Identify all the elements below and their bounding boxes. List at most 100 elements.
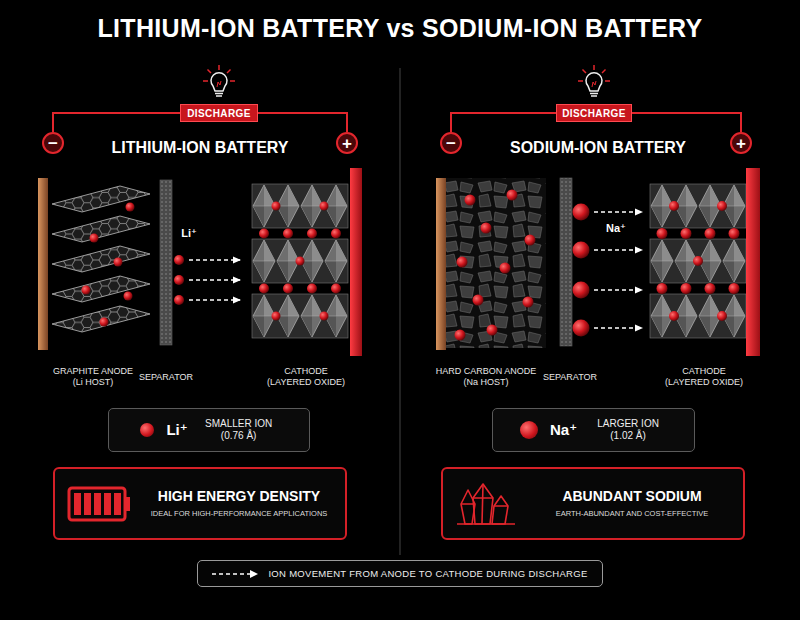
terminal-circle: + [730, 132, 752, 154]
circuit-wire [451, 113, 556, 132]
crystal-icon [457, 523, 515, 525]
lithium-ion [174, 275, 184, 285]
layered-oxide-cathode [252, 294, 348, 338]
lightbulb-icon [230, 80, 235, 82]
layered-oxide-cathode [717, 311, 727, 321]
terminal-sign: − [446, 135, 456, 152]
layered-oxide-cathode [729, 283, 740, 294]
sodium-ion [573, 282, 590, 299]
layered-oxide-cathode [681, 228, 692, 239]
battery-icon [104, 493, 111, 515]
sodium-ion [573, 242, 590, 259]
feature-icon [67, 482, 133, 526]
ion-info-box: Na⁺ LARGER ION (1.02 Å) [492, 408, 695, 452]
layered-oxide-cathode [259, 229, 269, 239]
terminal-circle: − [440, 132, 462, 154]
terminal-sign: + [342, 135, 352, 152]
ion-size: SMALLER ION (0.76 Å) [200, 418, 278, 443]
ion-flow-arrow [594, 249, 642, 250]
separator-membrane [560, 178, 572, 346]
ion-size: LARGER ION (1.02 Å) [589, 418, 667, 443]
ion-label: Li⁺ [181, 227, 197, 241]
legend-arrow-sample [212, 573, 250, 574]
discharge-box: DISCHARGE [180, 104, 258, 122]
part-label: HARD CARBON ANODE (Na HOST) [431, 366, 541, 389]
lithium-ion [174, 255, 184, 305]
feature-text: HIGH ENERGY DENSITYIDEAL FOR HIGH-PERFOR… [145, 488, 333, 519]
layered-oxide-cathode [259, 284, 269, 294]
layered-oxide-cathode [252, 239, 348, 283]
ion-flow-arrow [594, 212, 642, 328]
legend-arrow-sample [250, 570, 258, 578]
lithium-ion [100, 318, 109, 327]
ion-flow-arrow [594, 289, 642, 290]
terminal-circle: + [336, 132, 358, 154]
part-label: SEPARATOR [139, 372, 193, 383]
lightbulb-icon [216, 95, 222, 97]
lightbulb-icon [578, 80, 583, 82]
ion-sphere [140, 423, 154, 437]
layered-oxide-cathode [320, 202, 329, 211]
graphite-layers [52, 246, 150, 272]
battery-icon [94, 493, 101, 515]
ion-flow-arrow [189, 279, 240, 280]
lightbulb-icon [578, 65, 610, 96]
sodium-ion [487, 325, 498, 336]
graphite-layers [52, 306, 150, 332]
battery-icon [74, 493, 81, 515]
lightbulb-icon [578, 65, 610, 81]
layered-oxide-cathode [657, 283, 668, 294]
layered-oxide-cathode [296, 257, 305, 266]
layered-oxide-cathode [272, 202, 281, 211]
lithium-ion [174, 295, 184, 305]
ion-flow-arrow [189, 260, 240, 300]
layered-oxide-cathode [331, 284, 341, 294]
layered-oxide-cathode [307, 284, 317, 294]
lightbulb-icon [227, 70, 231, 74]
feature-subtitle: EARTH-ABUNDANT AND COST-EFFECTIVE [533, 509, 731, 519]
battery-icon [67, 482, 133, 526]
layered-oxide-cathode [320, 312, 329, 321]
lithium-ion [124, 292, 133, 301]
layered-oxide-cathode [729, 228, 740, 239]
layered-oxide-cathode [705, 228, 716, 239]
battery-icon [84, 493, 91, 515]
layered-oxide-cathode [650, 294, 746, 338]
feature-icon [455, 482, 521, 526]
lithium-ion [82, 286, 91, 295]
lithium-ion [82, 203, 135, 327]
legend-arrow-sample [212, 569, 258, 579]
lightbulb-icon [590, 93, 598, 95]
part-label: CATHODE (LAYERED OXIDE) [262, 366, 350, 389]
feature-box: ABUNDANT SODIUMEARTH-ABUNDANT AND COST-E… [441, 467, 745, 540]
layered-oxide-cathode [283, 284, 293, 294]
crystal-icon [492, 496, 508, 524]
circuit-wire [632, 113, 741, 132]
sodium-ion [523, 297, 534, 308]
layered-oxide-cathode [693, 256, 703, 266]
sodium-ion [465, 195, 476, 206]
lithium-ion [174, 255, 184, 265]
panel-divider [400, 68, 401, 555]
lightbulb-icon [602, 70, 606, 74]
battery-icon [125, 497, 130, 511]
lightbulb-icon [593, 65, 595, 70]
lithium-ion [126, 203, 135, 212]
sodium-ion [457, 257, 468, 268]
lithium-ion [90, 234, 99, 243]
crystal-icon [473, 484, 493, 524]
layered-oxide-cathode [252, 184, 348, 338]
terminal-circle: − [42, 132, 64, 154]
ion-flow-arrow [594, 211, 642, 212]
ion-symbol: Na⁺ [550, 421, 577, 439]
ion-info-box: Li⁺SMALLER ION (0.76 Å) [108, 408, 310, 452]
current-collector [746, 168, 760, 356]
diagram-title: LITHIUM-ION BATTERY vs SODIUM-ION BATTER… [0, 14, 800, 43]
ion-flow-arrow [189, 299, 240, 300]
graphite-layers [52, 276, 150, 302]
layered-oxide-cathode [669, 201, 679, 211]
lightbulb-icon [586, 73, 602, 91]
layered-oxide-cathode [681, 283, 692, 294]
circuit-wire [53, 113, 180, 132]
